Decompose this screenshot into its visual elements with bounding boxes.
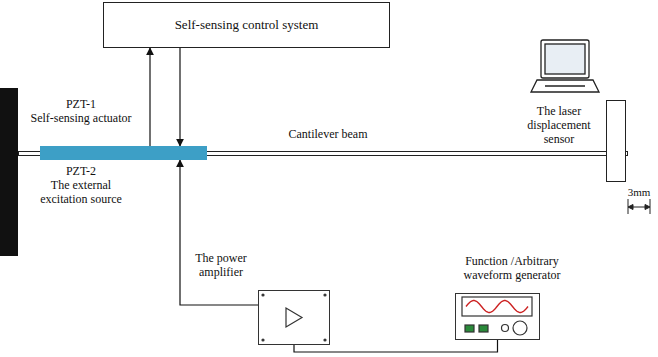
- power-amplifier-box: The power amplifier: [258, 290, 330, 345]
- clamp-wall: [0, 88, 18, 256]
- text-group: PZT-2The external excitation source: [22, 165, 140, 206]
- laptop-icon: [531, 40, 599, 92]
- text-group: Function /Arbitrary waveform generator: [451, 255, 573, 283]
- node-label: The laser displacement sensor: [519, 105, 599, 146]
- node-label: Function /Arbitrary waveform generator: [456, 255, 568, 283]
- signal-wire: [180, 160, 258, 305]
- pzt-patch: PZT-2The external excitation source: [40, 153, 207, 160]
- laser-sensor: The laser displacement sensor: [606, 100, 626, 182]
- node-sublabel: Self-sensing actuator: [22, 112, 140, 126]
- function-generator-box: Function /Arbitrary waveform generator: [455, 293, 540, 340]
- dimension-label: 3mm: [626, 186, 652, 199]
- signal-wire: [149, 48, 150, 146]
- node-label: PZT-2: [22, 165, 140, 179]
- generator-icon: [462, 297, 532, 335]
- text-group: The power amplifier: [185, 252, 257, 280]
- node-label: Cantilever beam: [263, 128, 393, 142]
- text-group: PZT-1Self-sensing actuator: [22, 98, 140, 126]
- pzt-patch: PZT-1Self-sensing actuator: [40, 146, 207, 153]
- node-label: Self-sensing control system: [175, 18, 319, 33]
- node-sublabel: The external excitation source: [31, 179, 131, 207]
- dimension-3mm: [628, 199, 650, 214]
- text-group: The laser displacement sensor: [515, 105, 603, 146]
- node-label: The power amplifier: [186, 252, 256, 280]
- text-group: Cantilever beam: [263, 128, 393, 142]
- signal-wire: [294, 340, 498, 352]
- control-system-box: Self-sensing control system: [103, 2, 390, 48]
- node-label: PZT-1: [22, 98, 140, 112]
- amplifier-icon: [262, 294, 326, 341]
- signal-wire: [179, 48, 180, 146]
